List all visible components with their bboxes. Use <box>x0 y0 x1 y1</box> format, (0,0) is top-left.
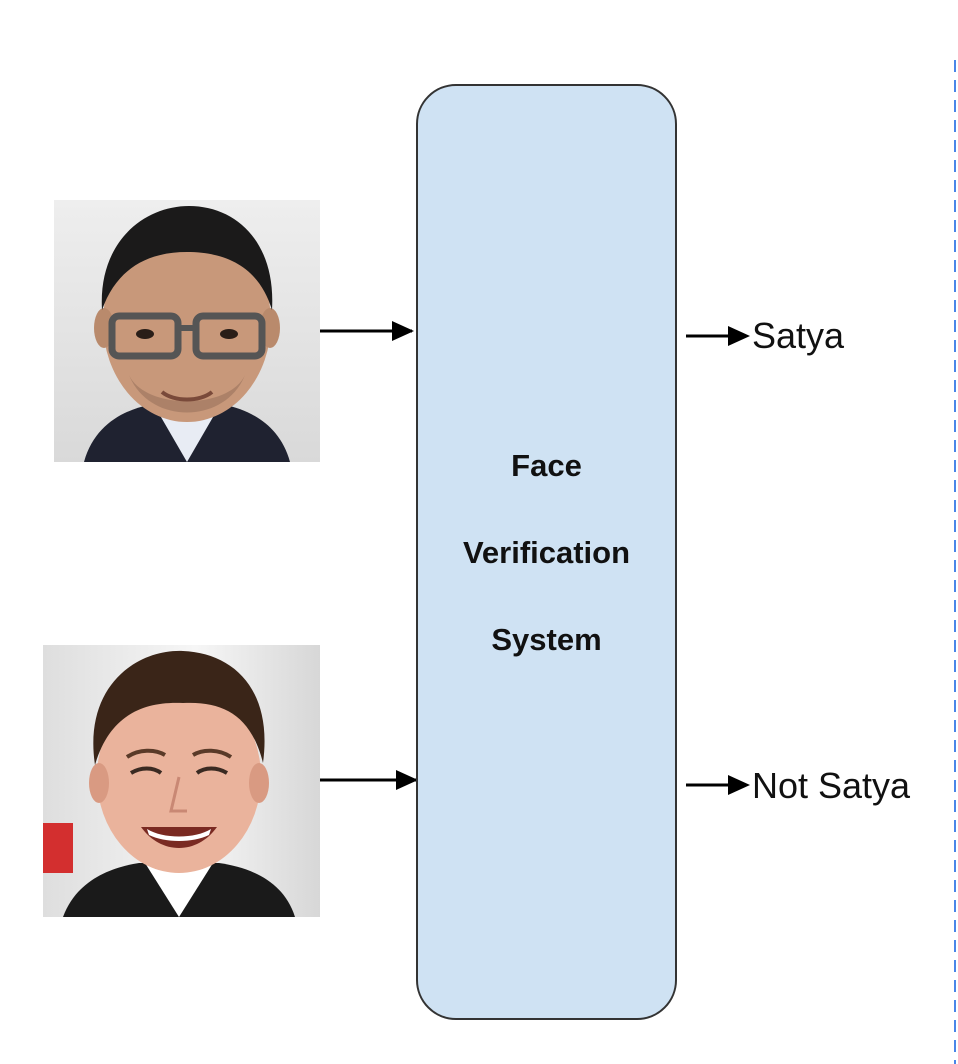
output-arrow-2-head <box>728 775 750 795</box>
face-photo-1 <box>54 200 320 462</box>
face-with-glasses-icon <box>54 200 320 462</box>
input-arrow-1-head <box>392 321 414 341</box>
output-label-no-match: Not Satya <box>752 766 910 806</box>
system-label-line-1: Face <box>416 448 677 484</box>
output-label-match: Satya <box>752 316 844 356</box>
output-arrow-1-head <box>728 326 750 346</box>
input-arrow-2-head <box>396 770 418 790</box>
smiling-face-icon <box>43 645 320 917</box>
face-photo-2 <box>43 645 320 917</box>
system-label-line-2: Verification <box>416 535 677 571</box>
system-label-line-3: System <box>416 622 677 658</box>
